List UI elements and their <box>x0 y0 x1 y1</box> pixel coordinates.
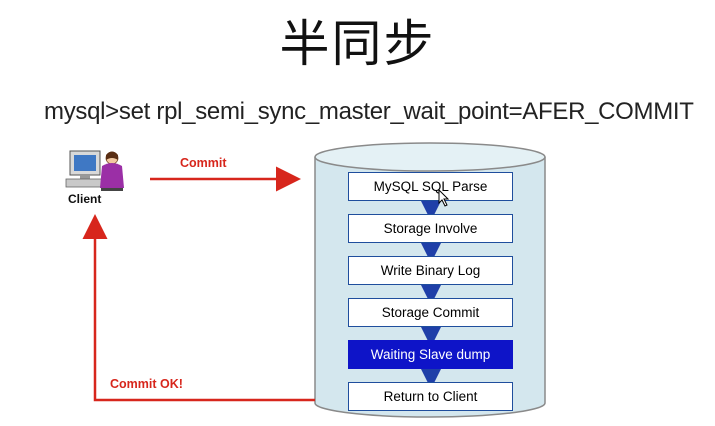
mouse-cursor-icon <box>438 189 450 207</box>
commit-ok-arrow <box>82 214 315 402</box>
step-storage-involve: Storage Involve <box>348 214 513 243</box>
diagram-title: 半同步 <box>279 15 436 73</box>
client-label: Client <box>68 192 102 206</box>
step-waiting-slave-dump: Waiting Slave dump <box>348 340 513 369</box>
command-text: mysql>set rpl_semi_sync_master_wait_poin… <box>44 98 694 125</box>
step-mysql-sql-parse: MySQL SQL Parse <box>348 172 513 201</box>
client-computer-icon <box>65 150 124 191</box>
commit-ok-label: Commit OK! <box>110 377 183 391</box>
step-return-to-client: Return to Client <box>348 382 513 411</box>
step-storage-commit: Storage Commit <box>348 298 513 327</box>
commit-label: Commit <box>180 156 227 170</box>
step-write-binary-log: Write Binary Log <box>348 256 513 285</box>
